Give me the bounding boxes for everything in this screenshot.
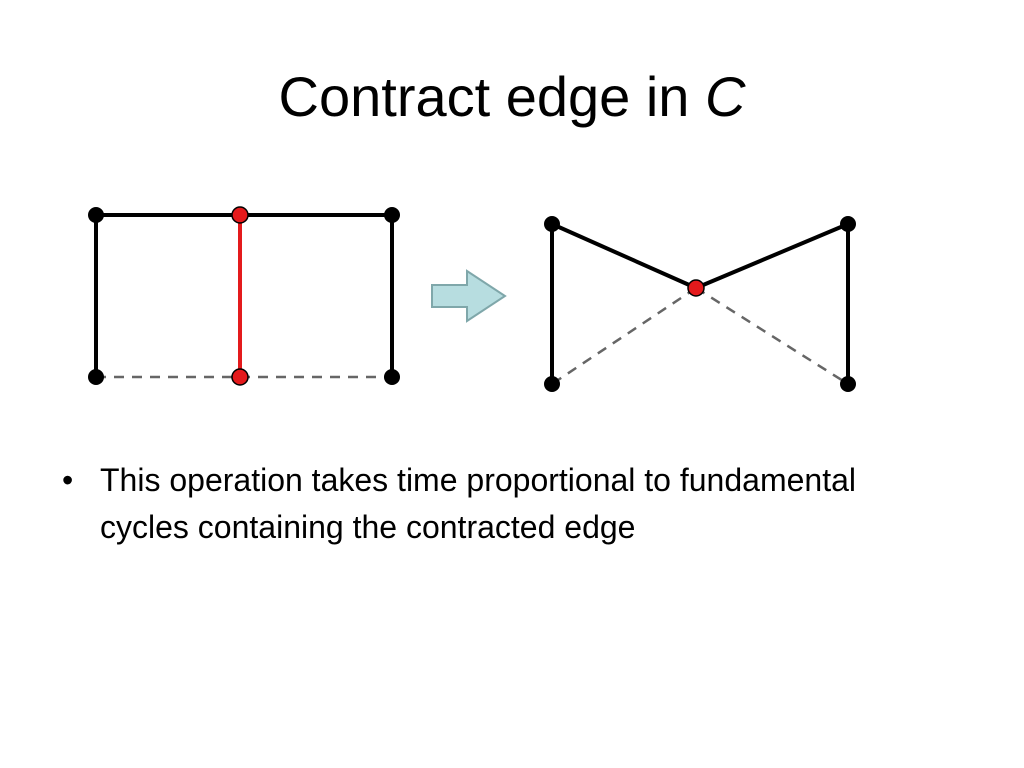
right-lower-right-dashed-edge: [695, 286, 849, 386]
right-upper-right-edge: [695, 222, 849, 290]
right-upper-left-edge: [551, 222, 697, 290]
right-graph: [544, 216, 856, 392]
left-vertex-bottom-right: [384, 369, 400, 385]
bullet-text: This operation takes time proportional t…: [100, 462, 856, 545]
right-lower-left-dashed-edge: [551, 286, 697, 386]
slide-title: Contract edge in C: [0, 62, 1024, 132]
left-graph: [88, 206, 400, 386]
left-vertex-bottom-left: [88, 369, 104, 385]
slide-title-main: Contract edge in: [278, 65, 706, 128]
right-arrow-icon: [431, 269, 507, 323]
left-vertex-top-right: [384, 207, 400, 223]
merged-vertex: [687, 279, 705, 297]
left-vertex-top-left: [88, 207, 104, 223]
left-vertex-top-middle: [231, 206, 249, 224]
left-vertex-bottom-middle: [231, 368, 249, 386]
bullet-item: • This operation takes time proportional…: [62, 457, 942, 551]
bullet-list: • This operation takes time proportional…: [62, 457, 942, 551]
right-vertex-top-right: [840, 216, 856, 232]
slide-title-italic: C: [705, 65, 746, 128]
right-vertex-bottom-left: [544, 376, 560, 392]
right-vertex-bottom-right: [840, 376, 856, 392]
bullet-marker: •: [62, 462, 74, 498]
right-vertex-top-left: [544, 216, 560, 232]
